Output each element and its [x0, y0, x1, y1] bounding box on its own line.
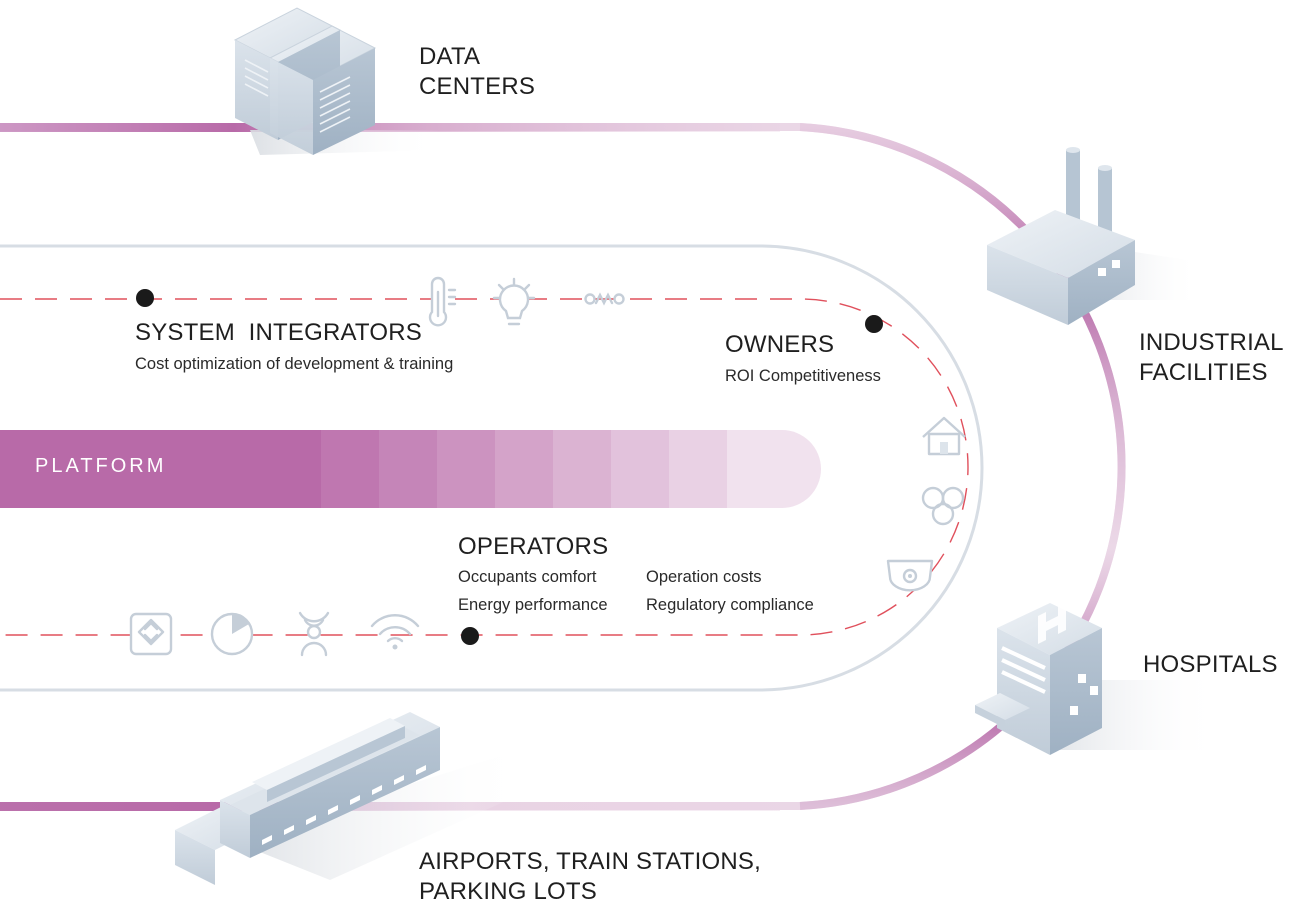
- hospitals-label: HOSPITALS: [1143, 651, 1278, 678]
- owners-dot: [865, 315, 883, 333]
- inner-track: [0, 244, 984, 692]
- transport-line-2: PARKING LOTS: [419, 878, 597, 905]
- industrial-facilities-label: INDUSTRIAL FACILITIES: [1139, 328, 1284, 388]
- operators-benefit-occupants-comfort: Occupants comfort: [458, 568, 597, 586]
- thermometer-icon: [428, 276, 457, 327]
- venn-icon: [921, 486, 965, 526]
- system-integrators-subtitle: Cost optimization of development & train…: [135, 355, 454, 373]
- operators-benefit-operation-costs: Operation costs: [646, 568, 762, 586]
- data-centers-line-1: DATA: [419, 43, 481, 70]
- hospital-building-icon: [975, 602, 1220, 755]
- industrial-facilities-line-2: FACILITIES: [1139, 359, 1268, 386]
- motion-sensor-icon: [298, 611, 330, 657]
- industrial-facilities-line-1: INDUSTRIAL: [1139, 329, 1284, 356]
- clock-icon: [210, 612, 254, 656]
- dashed-path: [0, 298, 969, 636]
- transport-line-1: AIRPORTS, TRAIN STATIONS,: [419, 848, 761, 875]
- operators-dot: [461, 627, 479, 645]
- data-center-building-icon: [233, 7, 440, 155]
- system-integrators-title: SYSTEM INTEGRATORS: [135, 319, 422, 346]
- meter-icon: [584, 292, 625, 306]
- factory-building-icon: [987, 147, 1200, 325]
- owners-title: OWNERS: [725, 331, 835, 358]
- operators-benefit-energy-performance: Energy performance: [458, 596, 608, 614]
- light-bulb-icon: [492, 277, 536, 326]
- data-centers-label: DATA CENTERS: [419, 42, 535, 102]
- operators-title: OPERATORS: [458, 533, 609, 560]
- wifi-icon: [370, 614, 420, 650]
- data-centers-line-2: CENTERS: [419, 73, 536, 100]
- house-icon: [922, 416, 966, 456]
- owners-subtitle: ROI Competitiveness: [725, 367, 881, 385]
- transport-label: AIRPORTS, TRAIN STATIONS, PARKING LOTS: [419, 847, 761, 907]
- camera-icon: [886, 559, 934, 592]
- operators-benefit-regulatory-compliance: Regulatory compliance: [646, 596, 814, 614]
- elevator-icon: [129, 612, 173, 656]
- system-integrators-dot: [136, 289, 154, 307]
- platform-label: PLATFORM: [35, 455, 167, 477]
- airport-building-icon: [175, 712, 530, 885]
- platform-bar: [0, 430, 821, 508]
